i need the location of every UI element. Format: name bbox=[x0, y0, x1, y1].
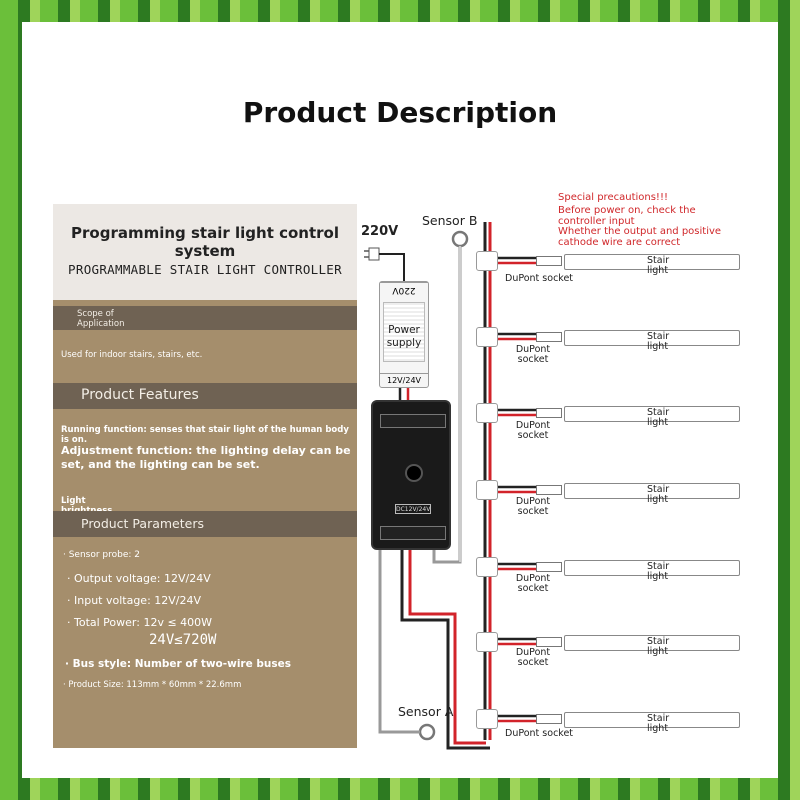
spec-card: Programming stair light control system P… bbox=[53, 204, 357, 748]
param-output-voltage: · Output voltage: 12V/24V bbox=[67, 572, 211, 585]
warning-line-2: Whether the output and positive cathode … bbox=[558, 226, 722, 248]
controller-terminal-bottom bbox=[380, 526, 446, 540]
param-product-size: · Product Size: 113mm * 60mm * 22.6mm bbox=[63, 680, 242, 690]
page-title: Product Description bbox=[242, 96, 558, 129]
param-power-24v: 24V≤720W bbox=[149, 632, 217, 648]
bus-connector bbox=[476, 632, 498, 652]
params-heading-band: Product Parameters bbox=[53, 511, 357, 537]
stair-light-strip bbox=[564, 635, 740, 651]
dupont-socket-label: DuPont socket bbox=[515, 496, 551, 517]
stair-light-controller: DC12V/24V bbox=[371, 400, 451, 550]
stair-light-label: Stair light bbox=[647, 636, 670, 657]
controller-knob bbox=[405, 464, 423, 482]
features-heading: Product Features bbox=[81, 387, 199, 403]
running-function: Running function: senses that stair ligh… bbox=[61, 425, 349, 445]
adjustment-function: Adjustment function: the lighting delay … bbox=[61, 444, 351, 471]
branch-wires bbox=[498, 256, 536, 723]
label-sensor-b: Sensor B bbox=[422, 213, 478, 228]
psu-input-label: 220V bbox=[380, 282, 428, 298]
psu-label: Power supply bbox=[386, 324, 422, 349]
power-supply: 220V Power supply 12V/24V bbox=[379, 281, 429, 388]
stair-light-strip bbox=[564, 560, 740, 576]
bus-connector bbox=[476, 480, 498, 500]
dupont-plug bbox=[536, 714, 562, 724]
params-heading: Product Parameters bbox=[81, 516, 204, 531]
dupont-plug bbox=[536, 408, 562, 418]
dupont-socket-label: DuPont socket bbox=[515, 573, 551, 594]
bus-connector bbox=[476, 557, 498, 577]
param-input-voltage: · Input voltage: 12V/24V bbox=[67, 594, 202, 607]
mains-plug-icon bbox=[364, 247, 405, 282]
stair-light-strip bbox=[564, 712, 740, 728]
stair-light-strip bbox=[564, 483, 740, 499]
scope-heading-band: Scope of Application bbox=[53, 306, 357, 330]
warning-title: Special precautions!!! bbox=[558, 192, 668, 203]
label-220v: 220V bbox=[361, 224, 399, 239]
bus-wire-black bbox=[400, 548, 490, 750]
stair-light-strip bbox=[564, 254, 740, 270]
sensor-a-probe bbox=[378, 548, 436, 741]
param-bus-style: · Bus style: Number of two-wire buses bbox=[65, 658, 291, 670]
psu-output-label: 12V/24V bbox=[380, 373, 428, 387]
warning-line-1: Before power on, check the controller in… bbox=[558, 205, 696, 227]
stair-light-label: Stair light bbox=[647, 561, 670, 582]
dupont-socket-label: DuPont socket bbox=[515, 344, 551, 365]
psu-vent bbox=[383, 302, 425, 362]
card-header: Programming stair light control system P… bbox=[53, 204, 357, 300]
dupont-plug bbox=[536, 256, 562, 266]
dupont-plug bbox=[536, 332, 562, 342]
param-total-power: · Total Power: 12v ≤ 400W bbox=[67, 616, 213, 629]
sensor-b-probe bbox=[432, 230, 469, 564]
controller-terminal-top bbox=[380, 414, 446, 428]
bus-wire-red bbox=[408, 548, 486, 745]
dupont-socket-label: DuPont socket bbox=[515, 647, 551, 668]
dupont-socket-label: DuPont socket bbox=[505, 273, 574, 284]
features-heading-band: Product Features bbox=[53, 383, 357, 409]
scope-heading: Scope of Application bbox=[77, 309, 125, 329]
stair-light-label: Stair light bbox=[647, 484, 670, 505]
bus-connector bbox=[476, 327, 498, 347]
stair-light-label: Stair light bbox=[647, 407, 670, 428]
stair-light-label: Stair light bbox=[647, 713, 670, 734]
stair-light-label: Stair light bbox=[647, 331, 670, 352]
label-sensor-a: Sensor A bbox=[398, 704, 454, 719]
param-sensor-probe: · Sensor probe: 2 bbox=[63, 550, 141, 560]
scope-text: Used for indoor stairs, stairs, etc. bbox=[61, 350, 203, 360]
bus-connector bbox=[476, 709, 498, 729]
dupont-socket-label: DuPont socket bbox=[515, 420, 551, 441]
stair-light-label: Stair light bbox=[647, 255, 670, 276]
dupont-plug bbox=[536, 562, 562, 572]
controller-voltage-label: DC12V/24V bbox=[395, 504, 431, 514]
dupont-plug bbox=[536, 485, 562, 495]
stair-light-strip bbox=[564, 330, 740, 346]
card-title: Programming stair light control system bbox=[71, 224, 339, 260]
card-subtitle: PROGRAMMABLE STAIR LIGHT CONTROLLER bbox=[68, 262, 342, 277]
stair-light-strip bbox=[564, 406, 740, 422]
dupont-plug bbox=[536, 637, 562, 647]
bus-connector bbox=[476, 251, 498, 271]
dupont-socket-label: DuPont socket bbox=[505, 728, 574, 739]
bus-connector bbox=[476, 403, 498, 423]
